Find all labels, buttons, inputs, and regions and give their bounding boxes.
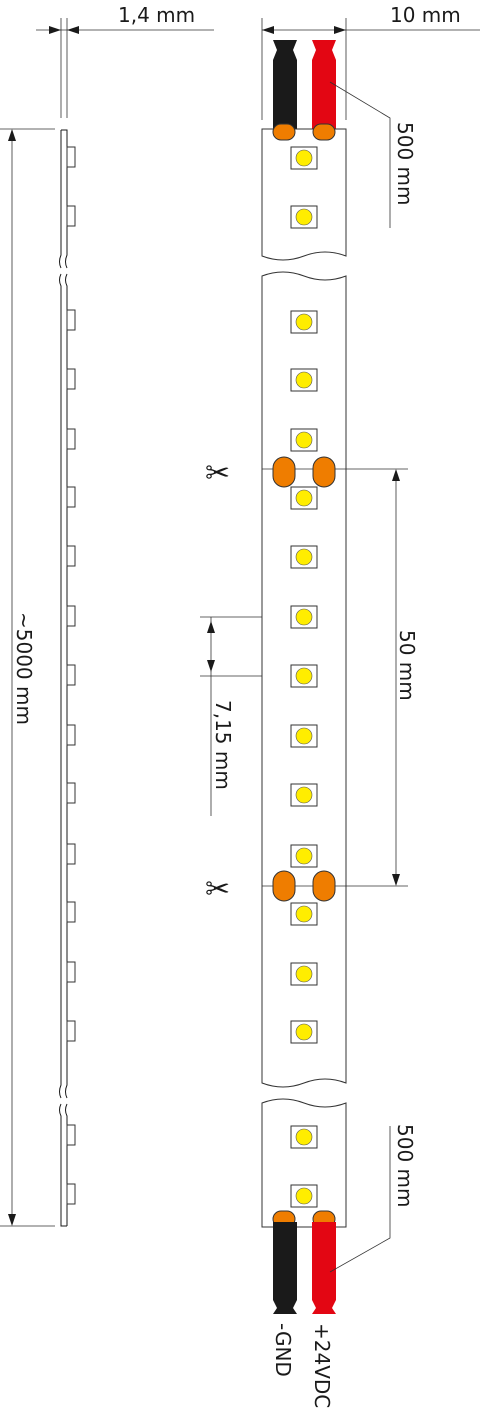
wire-label-negative: -GND xyxy=(271,1323,295,1377)
cut-point-1: ✂ xyxy=(205,456,408,491)
wire-negative-bottom xyxy=(273,1222,297,1314)
side-led-bump xyxy=(66,782,76,804)
width-label: 10 mm xyxy=(390,3,461,27)
led-chip xyxy=(290,545,318,569)
side-led-bump xyxy=(66,428,76,450)
led-chip xyxy=(290,1020,318,1044)
front-view: 10 mm ✂ ✂ xyxy=(205,3,480,1314)
side-led-bump xyxy=(66,724,76,746)
side-led-bump xyxy=(66,961,76,983)
solder-pad xyxy=(312,456,336,488)
side-led-bump xyxy=(66,146,76,168)
led-chip xyxy=(290,605,318,629)
led-chip xyxy=(290,962,318,986)
led-chip xyxy=(290,428,318,452)
led-chip xyxy=(290,1184,318,1208)
solder-pad xyxy=(272,870,296,902)
side-led-bump xyxy=(66,309,76,331)
led-pitch-label: 7,15 mm xyxy=(211,700,235,790)
side-led-bump xyxy=(66,1183,76,1205)
lead-top-label: 500 mm xyxy=(393,122,417,206)
side-led-bump xyxy=(66,486,76,508)
lead-top-dimension: 500 mm xyxy=(329,81,417,228)
length-label: ~5000 mm xyxy=(12,612,36,725)
led-chip xyxy=(290,310,318,334)
side-led-bump xyxy=(66,205,76,227)
cut-pitch-dimension: 50 mm xyxy=(392,469,419,886)
wire-positive-bottom xyxy=(312,1222,336,1314)
side-led-bump xyxy=(66,1124,76,1146)
led-chip xyxy=(290,1125,318,1149)
side-led-bump xyxy=(66,843,76,865)
side-led-bump xyxy=(66,368,76,390)
led-chip xyxy=(290,783,318,807)
side-led-bump xyxy=(66,545,76,567)
side-led-bump xyxy=(66,664,76,686)
led-chip xyxy=(290,844,318,868)
lead-bottom-label: 500 mm xyxy=(393,1124,417,1208)
cut-pitch-label: 50 mm xyxy=(395,630,419,701)
cut-point-2: ✂ xyxy=(205,870,408,907)
side-led-bump xyxy=(66,1020,76,1042)
side-led-bump xyxy=(66,605,76,627)
led-pitch-dimension: 7,15 mm xyxy=(200,616,262,816)
led-chip xyxy=(290,486,318,510)
wire-negative-top xyxy=(273,40,297,134)
scissors-icon: ✂ xyxy=(205,456,230,491)
wire-positive-top xyxy=(312,40,336,134)
solder-pad xyxy=(312,123,336,141)
wire-label-positive: +24VDC xyxy=(310,1323,334,1408)
solder-pad xyxy=(312,870,336,902)
solder-pad xyxy=(272,123,296,141)
thickness-label: 1,4 mm xyxy=(118,3,195,27)
solder-pad xyxy=(272,456,296,488)
led-chip xyxy=(290,664,318,688)
led-chip xyxy=(290,368,318,392)
scissors-icon: ✂ xyxy=(205,872,230,907)
lead-bottom-dimension: 500 mm xyxy=(329,1124,417,1273)
led-chip xyxy=(290,902,318,926)
side-led-bump xyxy=(66,901,76,923)
led-chip xyxy=(290,146,318,170)
side-view: 1,4 mm ~5000 mm xyxy=(0,3,214,1227)
led-chip xyxy=(290,205,318,229)
led-chip xyxy=(290,724,318,748)
